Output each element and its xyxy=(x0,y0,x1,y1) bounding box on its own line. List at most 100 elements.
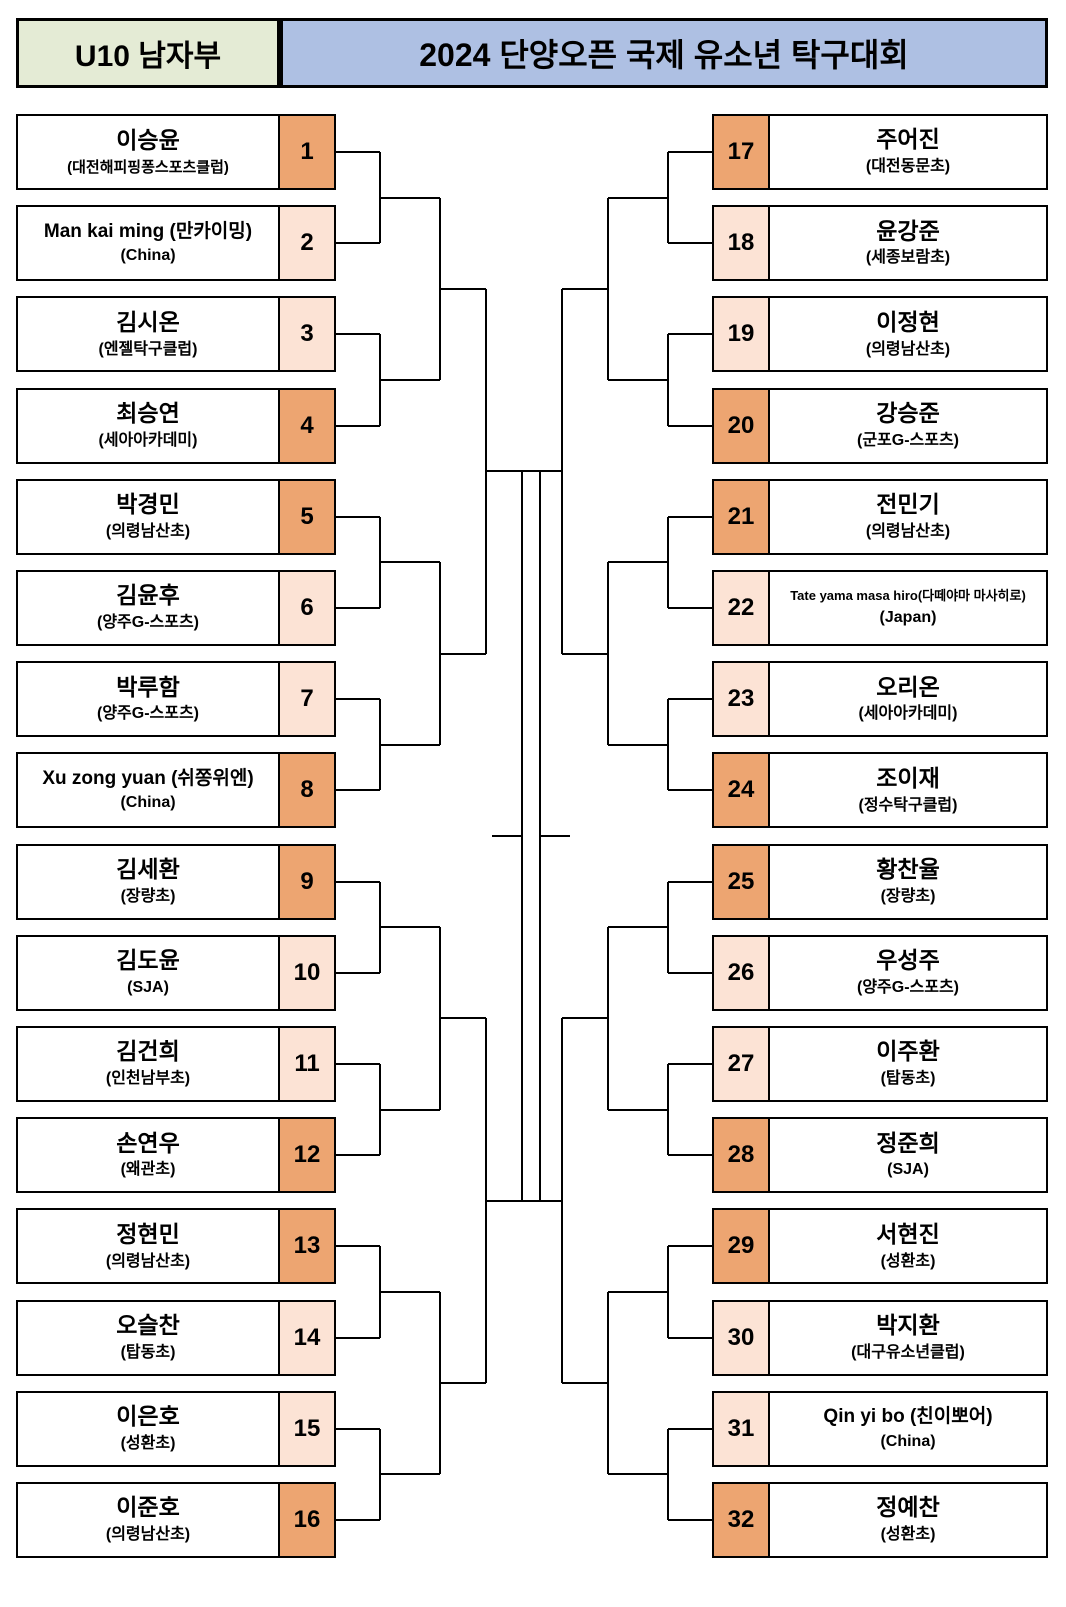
player-club: (성환초) xyxy=(880,1526,936,1544)
bracket-row[interactable]: 이은호(성환초)15 xyxy=(16,1390,336,1467)
player-name: Xu zong yuan (쉬쫑위엔) xyxy=(42,768,254,790)
player-info: 박경민 (의령남산초) xyxy=(18,481,278,553)
bracket-connector-horizontal xyxy=(668,515,712,518)
bracket-row[interactable]: 최승연(세아아카데미)4 xyxy=(16,387,336,464)
seed-number: 7 xyxy=(278,663,334,736)
bracket-connector-vertical xyxy=(667,1428,669,1520)
seed-number: 4 xyxy=(278,389,334,462)
category-header: U10 남자부 xyxy=(16,18,280,88)
bracket-row[interactable]: 김건희(인천남부초)11 xyxy=(16,1026,336,1102)
player-info: 이주환(탑동초) xyxy=(770,1028,1046,1100)
bracket-connector-horizontal xyxy=(668,151,712,153)
player-info: 전민기(의령남산초) xyxy=(770,481,1046,553)
player-name: 박지환 xyxy=(876,1312,940,1339)
player-club: (의령남산초) xyxy=(105,1526,191,1544)
bracket-connector-horizontal xyxy=(668,971,712,974)
bracket-row[interactable]: 박경민(의령남산초)5 xyxy=(16,478,336,555)
bracket-connector-horizontal xyxy=(336,1519,380,1521)
bracket-row[interactable]: 김윤후(양주G-스포츠)6 xyxy=(16,570,336,646)
bracket-connector-horizontal xyxy=(336,151,380,153)
bracket-connector-horizontal xyxy=(380,926,440,929)
player-club: (인천남부초) xyxy=(105,1070,191,1088)
player-name: 정예찬 xyxy=(876,1494,940,1521)
bracket-connector-vertical xyxy=(667,699,669,791)
bracket-row[interactable]: Man kai ming (만카이밍)(China)2 xyxy=(16,205,336,282)
player-club: (의령남산초) xyxy=(105,522,191,540)
player-name: 박루함 xyxy=(116,673,180,700)
player-name: 정현민 xyxy=(116,1220,180,1247)
bracket-connector-horizontal xyxy=(668,1336,712,1339)
player-club: (대전동문초) xyxy=(865,158,951,176)
bracket-row[interactable]: 이승윤(대전해피핑퐁스포츠클럽)1 xyxy=(16,114,336,190)
bracket-connector-horizontal xyxy=(440,1017,486,1020)
player-name: 서현진 xyxy=(876,1220,940,1247)
bracket-connector-horizontal xyxy=(380,1291,440,1293)
player-info: 김건희 (인천남부초) xyxy=(18,1028,278,1100)
bracket-connector-horizontal xyxy=(336,971,380,974)
player-club: (엔젤탁구클럽) xyxy=(98,340,198,358)
tournament-title: 2024 단양오픈 국제 유소년 탁구대회 xyxy=(419,37,909,73)
bracket-row[interactable]: 김도윤(SJA)10 xyxy=(16,934,336,1011)
bracket-final-stub xyxy=(492,835,522,837)
player-name: 손연우 xyxy=(116,1129,180,1156)
bracket-connector-horizontal xyxy=(336,1063,380,1065)
player-name: 박경민 xyxy=(116,491,180,518)
tournament-header: 2024 단양오픈 국제 유소년 탁구대회 xyxy=(280,18,1048,88)
bracket-connector-horizontal xyxy=(668,698,712,701)
bracket-row[interactable]: 이준호(의령남산초)16 xyxy=(16,1482,336,1558)
player-info: Tate yama masa hiro(다떼야마 마사히로)(Japan) xyxy=(770,572,1046,644)
seed-number: 15 xyxy=(278,1392,334,1465)
bracket-row[interactable]: Xu zong yuan (쉬쫑위엔)(China)8 xyxy=(16,752,336,829)
player-info: 조이재(정수탁구클럽) xyxy=(770,754,1046,826)
seed-number: 24 xyxy=(714,754,770,827)
player-club: (양주G-스포츠) xyxy=(856,978,960,996)
player-info: 김시온(엔젤탁구클럽) xyxy=(18,298,278,370)
player-club: (왜관초) xyxy=(120,1161,176,1179)
bracket-connector-horizontal xyxy=(668,1154,712,1157)
player-club: (세아아카데미) xyxy=(98,431,198,449)
player-info: 이승윤(대전해피핑퐁스포츠클럽) xyxy=(18,116,278,188)
bracket-row[interactable]: 김세환(장량초)9 xyxy=(16,843,336,920)
bracket-connector-horizontal xyxy=(562,287,608,290)
player-info: 서현진(성환초) xyxy=(770,1210,1046,1282)
player-name: 김도윤 xyxy=(116,947,180,974)
player-name: 김건희 xyxy=(116,1038,180,1065)
player-name: 오리온 xyxy=(876,673,940,700)
bracket-row[interactable]: 정현민(의령남산초)13 xyxy=(16,1208,336,1285)
player-info: 황찬율(장량초) xyxy=(770,846,1046,918)
seed-number: 23 xyxy=(714,663,770,736)
player-club: (의령남산초) xyxy=(865,340,951,358)
bracket-row[interactable]: 오슬찬(탑동초)14 xyxy=(16,1299,336,1376)
bracket-connector-vertical xyxy=(561,288,563,654)
seed-number: 28 xyxy=(714,1119,770,1192)
seed-number: 14 xyxy=(278,1301,334,1374)
player-info: 윤강준(세종보람초) xyxy=(770,207,1046,279)
bracket-row[interactable]: 손연우(왜관초)12 xyxy=(16,1117,336,1194)
player-club: (양주G-스포츠) xyxy=(96,705,200,723)
bracket-row[interactable]: 김시온(엔젤탁구클럽)3 xyxy=(16,296,336,373)
player-name: 전민기 xyxy=(876,491,940,518)
player-name: Qin yi bo (친이뽀어) xyxy=(823,1406,993,1428)
bracket-connector-horizontal xyxy=(562,1017,608,1020)
bracket-row[interactable]: 박루함 (양주G-스포츠) 7 xyxy=(16,661,336,738)
player-info: 정현민(의령남산초) xyxy=(18,1210,278,1282)
player-info: 정예찬 (성환초) xyxy=(770,1484,1046,1556)
player-club: (대구유소년클럽) xyxy=(851,1343,965,1361)
